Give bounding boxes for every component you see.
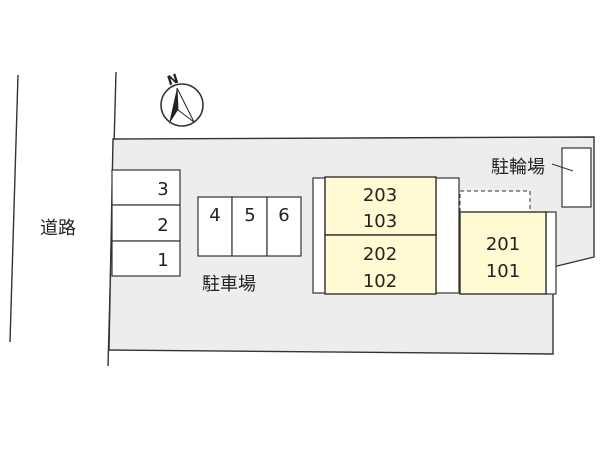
dashed-area (459, 190, 531, 213)
unit-label-201: 201 (486, 234, 520, 255)
north-arrow-icon: N (160, 72, 204, 127)
bicycle-parking (561, 147, 592, 208)
parking-number-3: 3 (157, 179, 168, 200)
balcony-mid (435, 177, 460, 294)
parking-space-1 (111, 240, 181, 277)
parking-label: 駐車場 (202, 274, 256, 295)
unit-201-101 (459, 211, 547, 295)
parking-number-6: 6 (278, 205, 289, 226)
parking-number-5: 5 (244, 205, 255, 226)
north-label: N (166, 72, 181, 90)
parking-space-6 (266, 196, 302, 257)
unit-label-103: 103 (363, 211, 397, 232)
unit-label-203: 203 (363, 185, 397, 206)
bicycle-parking-leader (551, 163, 574, 172)
unit-203-103 (324, 176, 437, 236)
unit-label-202: 202 (363, 244, 397, 265)
unit-label-102: 102 (363, 271, 397, 292)
parking-space-3 (111, 169, 181, 206)
parking-number-2: 2 (157, 215, 168, 236)
parking-space-2 (111, 204, 181, 242)
unit-label-101: 101 (486, 261, 520, 282)
balcony-right (545, 211, 557, 295)
parking-number-4: 4 (209, 205, 220, 226)
unit-202-102 (324, 234, 437, 295)
parking-number-1: 1 (157, 250, 168, 271)
bicycle-parking-label: 駐輪場 (491, 157, 545, 178)
road-edge-left (9, 74, 19, 343)
parking-space-4 (197, 196, 233, 257)
road-label: 道路 (40, 218, 76, 239)
balcony-left (312, 177, 326, 294)
